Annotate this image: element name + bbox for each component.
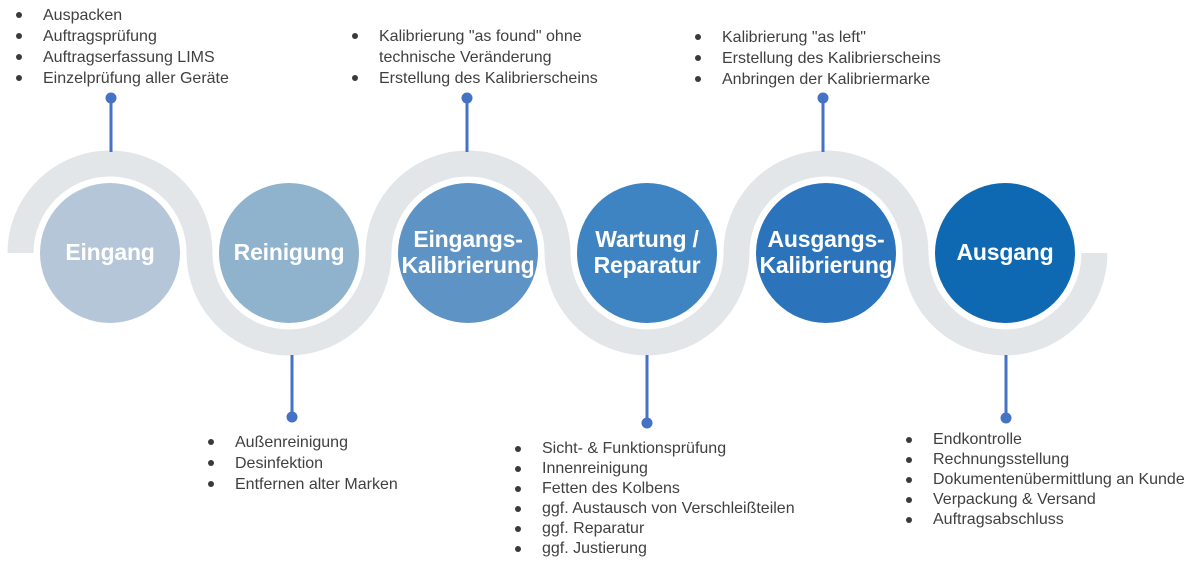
note-item: Verpackung & Versand (903, 490, 1198, 510)
step-circle-eingang: Eingang (40, 183, 180, 323)
step-label: Eingangs- Kalibrierung (401, 226, 535, 278)
connector-dot (286, 411, 298, 423)
note-item: Kalibrierung "as found" ohne technische … (349, 26, 599, 68)
connector-dot (105, 92, 117, 104)
step-circle-eingangs-kalibrierung: Eingangs- Kalibrierung (398, 183, 538, 323)
notes-below-wartung: Sicht- & Funktionsprüfung Innenreinigung… (512, 439, 822, 559)
connector-top-ausgangs-kalibrierung (817, 92, 829, 152)
notes-above-eingang: Auspacken Auftragsprüfung Auftragserfass… (13, 5, 283, 89)
note-item: Entfernen alter Marken (205, 474, 475, 495)
note-item: ggf. Justierung (512, 539, 822, 559)
connector-bottom-ausgang (1000, 355, 1012, 424)
notes-below-reinigung: Außenreinigung Desinfektion Entfernen al… (205, 432, 475, 495)
note-item: Einzelprüfung aller Geräte (13, 68, 283, 89)
wave-ribbon (7, 150, 1108, 356)
connector-bottom-wartung (641, 355, 653, 429)
step-label: Ausgang (956, 239, 1054, 266)
connector-bottom-reinigung (286, 355, 298, 423)
note-item: Desinfektion (205, 453, 475, 474)
step-label: Eingang (65, 239, 155, 266)
note-item: ggf. Austausch von Verschleißteilen (512, 499, 822, 519)
note-item: Innenreinigung (512, 459, 822, 479)
note-item: Auftragserfassung LIMS (13, 47, 283, 68)
connector-dot (461, 92, 473, 104)
note-item: Erstellung des Kalibrierscheins (349, 68, 599, 89)
step-circle-ausgangs-kalibrierung: Ausgangs- Kalibrierung (756, 183, 896, 323)
note-item: Fetten des Kolbens (512, 479, 822, 499)
note-item: Auftragsprüfung (13, 26, 283, 47)
note-item: Anbringen der Kalibriermarke (692, 69, 982, 90)
step-circle-reinigung: Reinigung (219, 183, 359, 323)
note-item: Auspacken (13, 5, 283, 26)
connector-dot (1000, 412, 1012, 424)
note-item: Auftragsabschluss (903, 510, 1198, 530)
note-item: ggf. Reparatur (512, 519, 822, 539)
note-item: Erstellung des Kalibrierscheins (692, 48, 982, 69)
notes-above-ausgangs-kalibrierung: Kalibrierung "as left" Erstellung des Ka… (692, 27, 982, 90)
note-item: Sicht- & Funktionsprüfung (512, 439, 822, 459)
note-item: Endkontrolle (903, 430, 1198, 450)
step-circle-wartung-reparatur: Wartung / Reparatur (577, 183, 717, 323)
step-label: Ausgangs- Kalibrierung (759, 226, 893, 278)
step-label: Reinigung (233, 239, 345, 266)
connector-dot (817, 92, 829, 104)
note-item: Außenreinigung (205, 432, 475, 453)
note-item: Dokumentenübermittlung an Kunde (903, 470, 1198, 490)
step-circle-ausgang: Ausgang (935, 183, 1075, 323)
notes-below-ausgang: Endkontrolle Rechnungsstellung Dokumente… (903, 430, 1198, 530)
connector-dot (641, 417, 653, 429)
connector-top-eingang (105, 92, 117, 152)
step-label: Wartung / Reparatur (593, 226, 701, 278)
connector-top-eingangs-kalibrierung (461, 92, 473, 152)
notes-above-eingangs-kalibrierung: Kalibrierung "as found" ohne technische … (349, 26, 599, 89)
note-item: Kalibrierung "as left" (692, 27, 982, 48)
note-item: Rechnungsstellung (903, 450, 1198, 470)
